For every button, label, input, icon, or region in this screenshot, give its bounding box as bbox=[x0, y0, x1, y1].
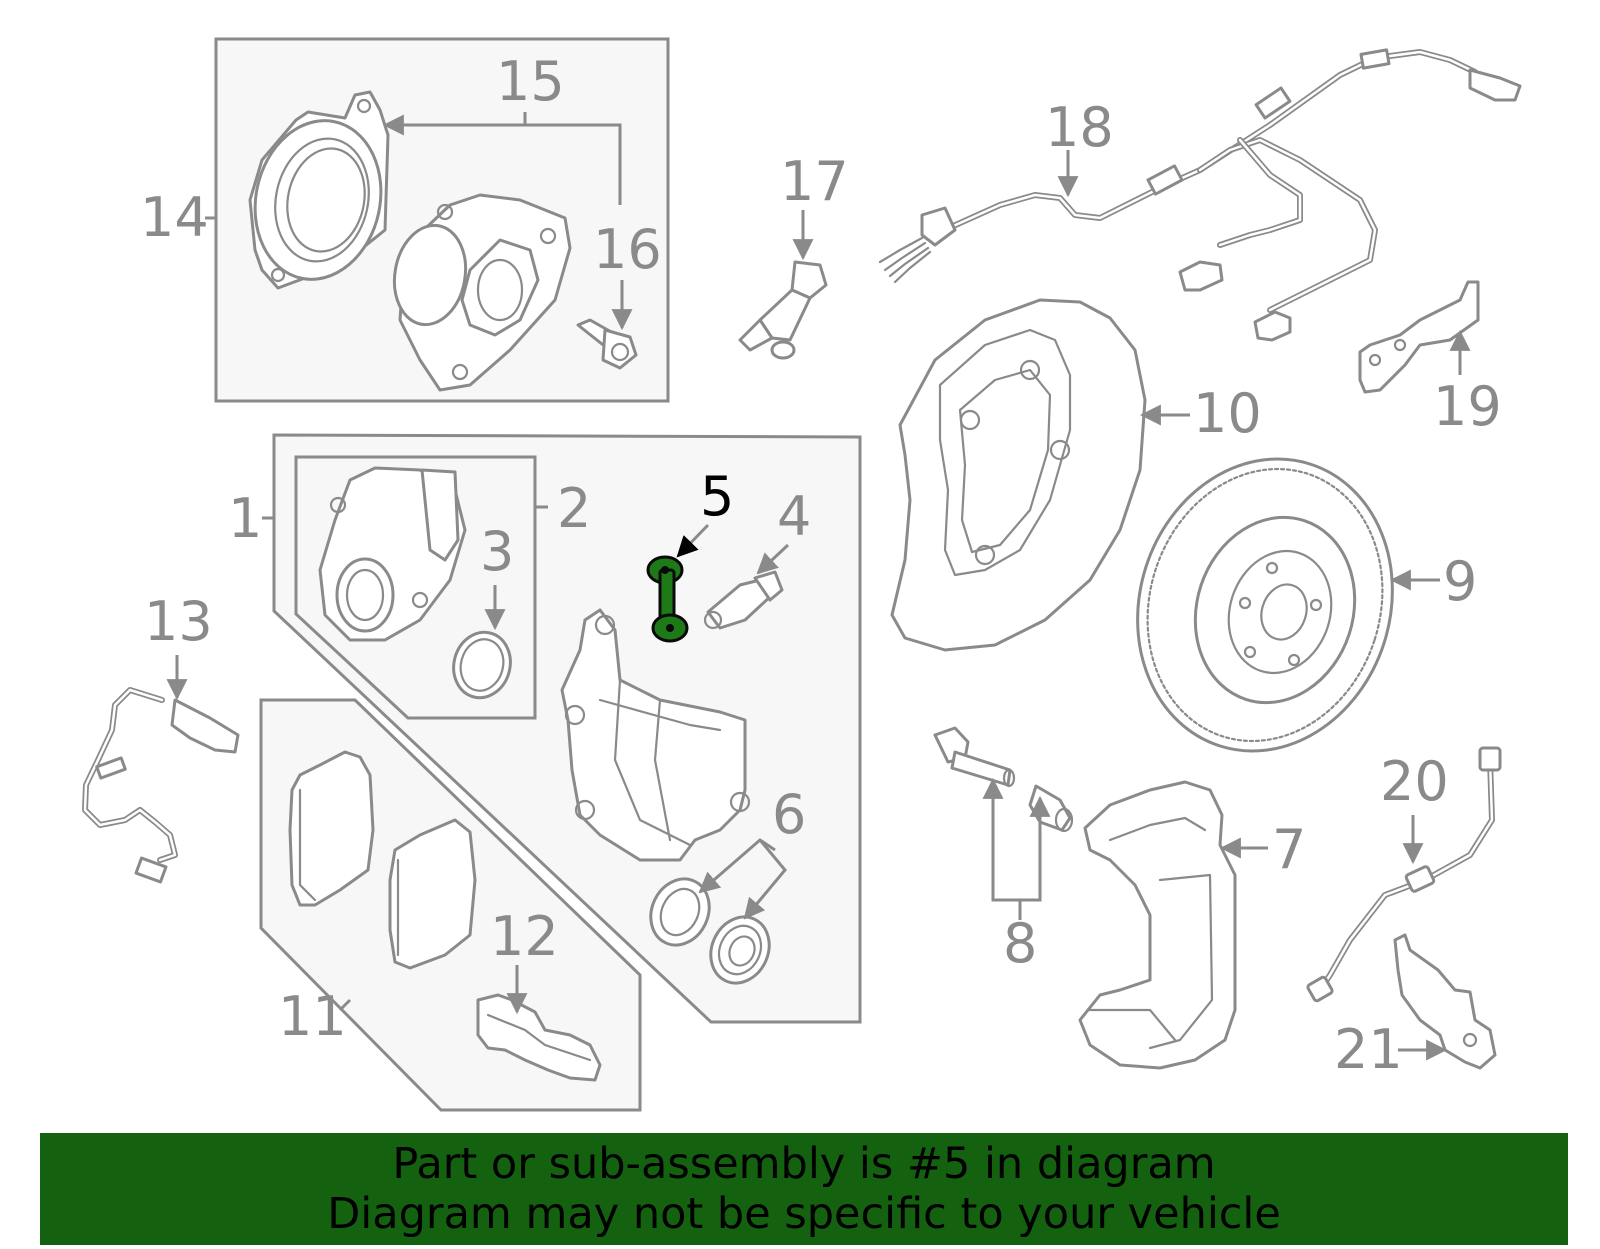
guide-bushing-part[interactable] bbox=[1028, 784, 1074, 833]
callout-10: 10 bbox=[1193, 382, 1262, 445]
callout-14: 14 bbox=[140, 186, 209, 249]
callout-13: 13 bbox=[144, 590, 213, 653]
wiring-harness-part[interactable] bbox=[878, 48, 1522, 342]
callout-9: 9 bbox=[1443, 550, 1477, 613]
brake-pad-link-part[interactable] bbox=[646, 555, 689, 643]
callout-7: 7 bbox=[1272, 818, 1306, 881]
speed-sensor-part[interactable] bbox=[738, 260, 828, 360]
splash-shield-part[interactable] bbox=[890, 298, 1147, 652]
callout-15: 15 bbox=[496, 50, 565, 113]
hub-bolt-part[interactable] bbox=[576, 318, 638, 370]
leader-lines bbox=[166, 112, 1471, 1061]
callout-16: 16 bbox=[593, 218, 662, 281]
bleeder-screw-part[interactable] bbox=[703, 570, 784, 630]
callout-4: 4 bbox=[777, 485, 811, 548]
wheel-hub-part[interactable] bbox=[387, 193, 572, 392]
brake-pads-part[interactable] bbox=[288, 750, 477, 970]
callout-17: 17 bbox=[780, 150, 849, 213]
harness-bracket-part[interactable] bbox=[1358, 280, 1480, 394]
hose-bracket-part[interactable] bbox=[1393, 933, 1497, 1070]
guide-pin-part[interactable] bbox=[933, 726, 1016, 788]
caliper-bracket-part[interactable] bbox=[1078, 780, 1237, 1070]
wheel-bearing-part[interactable] bbox=[241, 90, 396, 291]
wear-sensor-part[interactable] bbox=[82, 687, 240, 884]
callout-21: 21 bbox=[1334, 1018, 1403, 1081]
callout-11: 11 bbox=[278, 985, 347, 1048]
callout-19: 19 bbox=[1433, 375, 1502, 438]
caliper-body-part[interactable] bbox=[560, 608, 751, 862]
callout-5: 5 bbox=[700, 465, 734, 528]
callout-12: 12 bbox=[490, 905, 559, 968]
callout-labels: 1 2 3 4 5 6 7 8 9 10 11 12 13 14 15 16 1… bbox=[140, 50, 1502, 1081]
callout-18: 18 bbox=[1045, 96, 1114, 159]
piston-boot-part[interactable] bbox=[640, 869, 779, 992]
piston-seal-part[interactable] bbox=[446, 626, 517, 704]
notice-line-1: Part or sub-assembly is #5 in diagram bbox=[392, 1139, 1216, 1189]
callout-8: 8 bbox=[1003, 912, 1037, 975]
notice-line-2: Diagram may not be specific to your vehi… bbox=[327, 1189, 1281, 1239]
brake-rotor-part[interactable] bbox=[1100, 426, 1429, 785]
callout-2: 2 bbox=[557, 477, 591, 540]
callout-1: 1 bbox=[228, 487, 262, 550]
callout-20: 20 bbox=[1380, 750, 1449, 813]
caliper-housing-part[interactable] bbox=[318, 466, 467, 642]
callout-6: 6 bbox=[772, 783, 806, 846]
callout-3: 3 bbox=[480, 520, 514, 583]
brake-hose-part[interactable] bbox=[1306, 746, 1502, 1003]
notice-banner: Part or sub-assembly is #5 in diagram Di… bbox=[40, 1133, 1568, 1245]
